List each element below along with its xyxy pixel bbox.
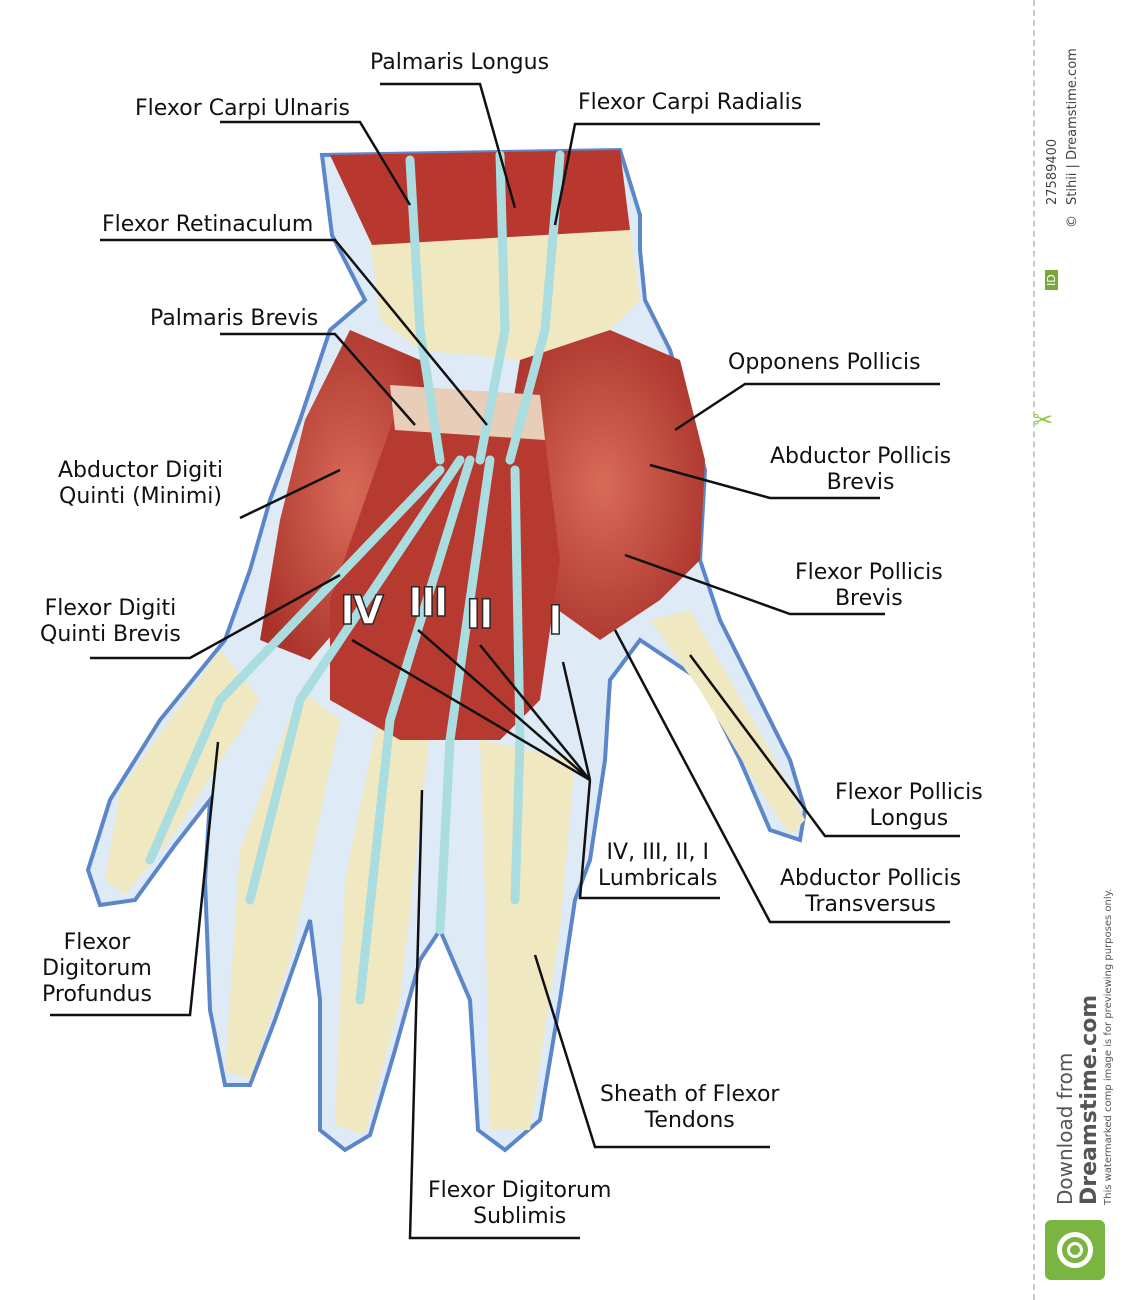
leader-flexor-digitorum-profundus: [50, 741, 220, 1017]
label-flexor-digitorum-profundus-line2: Digitorum: [42, 956, 152, 981]
leader-lumbrical-ii: [479, 644, 591, 781]
leader-lumbricals: [578, 779, 720, 900]
watermark-copyright-symbol: ©: [1065, 215, 1080, 228]
label-abductor-pollicis-brevis: Abductor Pollicis Brevis: [770, 444, 951, 496]
roman-ii: II: [465, 591, 494, 639]
label-lumbricals: IV, III, II, I Lumbricals: [598, 840, 718, 892]
leader-palmaris-brevis: [220, 332, 416, 426]
label-flexor-pollicis-longus: Flexor Pollicis Longus: [835, 780, 983, 832]
label-abductor-pollicis-brevis-line1: Abductor Pollicis: [770, 444, 952, 469]
label-flexor-retinaculum: Flexor Retinaculum: [102, 212, 314, 237]
tendons: [145, 150, 565, 1005]
leader-lumbrical-iii: [417, 629, 591, 781]
watermark-site: Dreamstime.com: [1077, 994, 1102, 1205]
label-abductor-pollicis-transversus-line2: Transversus: [805, 892, 936, 917]
leader-flexor-retinaculum: [100, 238, 488, 426]
label-sheath-line1: Sheath of Flexor: [600, 1082, 780, 1107]
roman-iii: III: [407, 579, 449, 627]
watermark-strip: 27589400 ID Stihii | Dreamstime.com © ✂ …: [1033, 0, 1125, 1300]
watermark-id-badge: ID: [1045, 270, 1058, 290]
label-flexor-digiti-quinti-brevis-line2: Quinti Brevis: [40, 622, 181, 647]
leader-abductor-pollicis-brevis: [649, 463, 880, 500]
leader-lumbrical-i: [561, 661, 592, 781]
label-flexor-digitorum-profundus: Flexor Digitorum Profundus: [42, 930, 152, 1008]
leader-flexor-carpi-ulnaris: [220, 120, 412, 206]
leader-palmaris-longus: [380, 82, 517, 209]
finger-middle: [335, 710, 430, 1135]
label-palmaris-longus: Palmaris Longus: [370, 50, 550, 75]
label-lumbricals-line2: Lumbricals: [598, 866, 718, 891]
leader-flexor-pollicis-longus: [688, 654, 960, 838]
leader-flexor-digitorum-sublimis: [408, 789, 580, 1240]
label-flexor-pollicis-brevis-line2: Brevis: [834, 586, 903, 611]
label-palmaris-brevis: Palmaris Brevis: [150, 306, 319, 331]
leader-flexor-carpi-radialis: [553, 122, 820, 226]
leader-abductor-pollicis-transversus: [613, 629, 950, 924]
label-sheath-line2: Tendons: [644, 1108, 735, 1133]
label-flexor-digitorum-sublimis-line2: Sublimis: [473, 1204, 567, 1229]
finger-index: [480, 740, 575, 1130]
thumb: [650, 610, 805, 835]
roman-i: I: [547, 597, 563, 645]
finger-ring: [225, 690, 340, 1080]
label-flexor-pollicis-brevis-line1: Flexor Pollicis: [795, 560, 943, 585]
label-flexor-digiti-quinti-brevis-line1: Flexor Digiti: [44, 596, 177, 621]
leader-lumbrical-iv: [351, 638, 591, 782]
leader-opponens-pollicis: [674, 382, 940, 432]
label-flexor-digitorum-sublimis-line1: Flexor Digitorum: [428, 1178, 612, 1203]
palmar-muscles: [330, 400, 560, 740]
label-abductor-pollicis-transversus: Abductor Pollicis Transversus: [780, 866, 961, 918]
label-flexor-digiti-quinti-brevis: Flexor Digiti Quinti Brevis: [40, 596, 181, 648]
watermark-credit: Stihii | Dreamstime.com: [1065, 48, 1080, 205]
label-sheath-of-flexor-tendons: Sheath of Flexor Tendons: [600, 1082, 779, 1134]
label-flexor-pollicis-longus-line2: Longus: [869, 806, 949, 831]
label-lumbricals-line1: IV, III, II, I: [606, 840, 709, 865]
watermark-image-id: 27589400: [1045, 138, 1060, 205]
label-flexor-carpi-ulnaris: Flexor Carpi Ulnaris: [135, 96, 350, 121]
label-flexor-carpi-radialis: Flexor Carpi Radialis: [578, 90, 803, 115]
leader-abductor-digiti-quinti: [239, 468, 341, 520]
watermark-notice: This watermarked comp image is for previ…: [1103, 888, 1114, 1205]
leader-sheath: [533, 954, 770, 1149]
leader-flexor-pollicis-brevis: [624, 553, 885, 616]
label-abductor-pollicis-brevis-line2: Brevis: [826, 470, 895, 495]
label-abductor-digiti-quinti-line2: Quinti (Minimi): [59, 484, 222, 509]
roman-iv: IV: [339, 587, 384, 635]
label-flexor-digitorum-sublimis: Flexor Digitorum Sublimis: [428, 1178, 611, 1230]
dreamstime-logo-icon: [1045, 1220, 1105, 1280]
label-abductor-pollicis-transversus-line1: Abductor Pollicis: [780, 866, 962, 891]
label-flexor-digitorum-profundus-line3: Profundus: [42, 982, 152, 1007]
finger-little: [105, 650, 260, 895]
label-flexor-pollicis-brevis: Flexor Pollicis Brevis: [795, 560, 943, 612]
label-abductor-digiti-quinti: Abductor Digiti Quinti (Minimi): [58, 458, 223, 510]
label-opponens-pollicis: Opponens Pollicis: [728, 350, 921, 375]
leader-flexor-digiti-quinti-brevis: [90, 573, 341, 660]
label-flexor-digitorum-profundus-line1: Flexor: [63, 930, 131, 955]
label-abductor-digiti-quinti-line1: Abductor Digiti: [58, 458, 224, 483]
watermark-download-from: Download from: [1053, 1052, 1077, 1205]
scissors-icon: ✂: [1033, 406, 1054, 434]
label-flexor-pollicis-longus-line1: Flexor Pollicis: [835, 780, 983, 805]
